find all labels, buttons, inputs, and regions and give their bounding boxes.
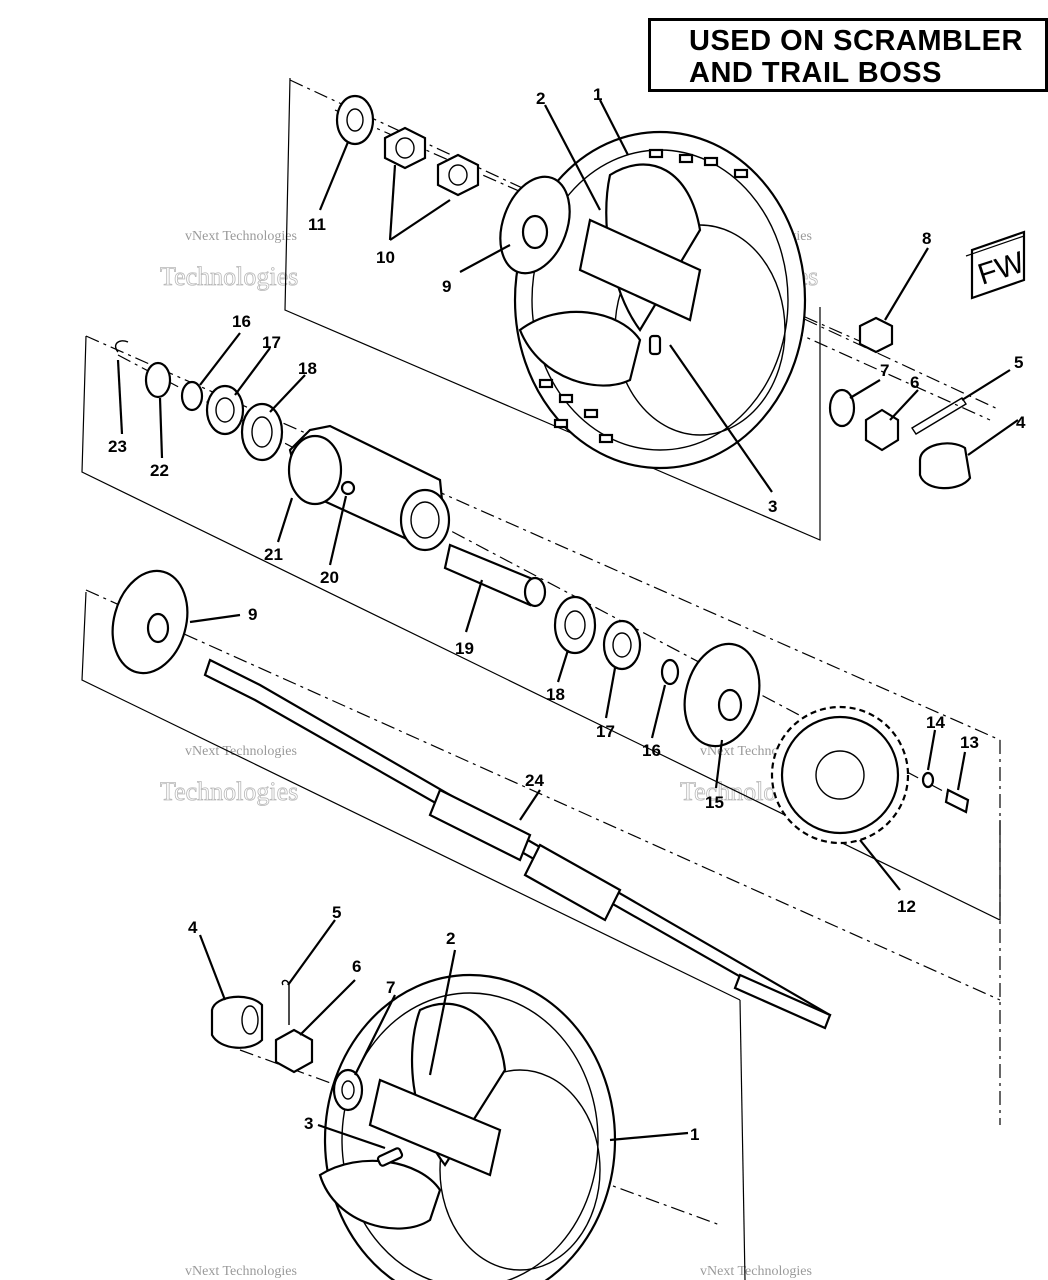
callout-6: 6: [910, 373, 919, 392]
applicability-title-box: USED ON SCRAMBLER AND TRAIL BOSS: [648, 18, 1048, 92]
hub-cap-lower: [210, 995, 264, 1049]
washer-11: [335, 94, 375, 146]
bearing-18b: [553, 595, 597, 655]
hub-upper-center: [521, 214, 549, 250]
lock-washer-14: [921, 771, 935, 789]
wheel-rim-inner: [518, 310, 642, 387]
callout-17-lower: 17: [596, 722, 615, 741]
callout-24: 24: [525, 771, 544, 790]
callout-7-lower: 7: [386, 978, 395, 997]
callout-6-lower: 6: [352, 957, 361, 976]
watermark-text: vNext Technologies: [185, 229, 297, 244]
callout-9: 9: [442, 277, 451, 296]
o-ring-16b: [660, 658, 680, 686]
axle-right-spline: [733, 973, 832, 1030]
lug-nut-a: [383, 126, 427, 170]
title-line-1: USED ON SCRAMBLER: [689, 25, 1023, 57]
fw-direction-sign: FW: [965, 230, 1029, 300]
washer-7-upper: [828, 388, 856, 428]
upper-wheel-assembly: [335, 94, 972, 490]
wheel-center: [578, 218, 702, 322]
callout-22: 22: [150, 461, 169, 480]
callout-5: 5: [1014, 353, 1023, 372]
callout-13: 13: [960, 733, 979, 752]
castle-nut-lower: [274, 1028, 314, 1074]
washer-7-lower: [332, 1068, 364, 1112]
callout-3-lower: 3: [304, 1114, 313, 1133]
bearing-18a: [240, 402, 284, 462]
upper-axis-line-right: [789, 329, 991, 421]
watermark-text: vNext Technologies: [185, 1264, 297, 1279]
callout-18-lower: 18: [546, 685, 565, 704]
leader-lines: [116, 99, 1019, 1150]
cotter-pin-upper: [911, 397, 967, 435]
wheel-rim-lower-inner: [318, 1159, 442, 1230]
axle-splined-section: [523, 843, 622, 922]
lower-wheel-assembly: [210, 973, 617, 1280]
callout-10: 10: [376, 248, 395, 267]
snap-ring-23: [114, 340, 129, 353]
callout-2: 2: [536, 89, 545, 108]
lug-nut-b: [436, 153, 480, 197]
axle-center-band: [428, 788, 532, 862]
spacer-tube-19: [443, 543, 537, 607]
callout-11: 11: [308, 215, 326, 234]
callout-21: 21: [264, 545, 283, 564]
spacer-22: [144, 361, 172, 399]
axle-frame-right: [739, 999, 746, 1280]
callout-4: 4: [1016, 413, 1026, 432]
o-ring-16a: [180, 380, 204, 412]
callout-12: 12: [897, 897, 916, 916]
callout-9-lower: 9: [248, 605, 257, 624]
watermark-text: Technologies: [160, 777, 298, 806]
cotter-pin-lower: [281, 979, 290, 1025]
callout-16-lower: 16: [642, 741, 661, 760]
callout-19: 19: [455, 639, 474, 658]
housing-left-end: [287, 434, 343, 506]
callout-15: 15: [705, 793, 724, 812]
axle-frame-top-edge: [85, 589, 1001, 1001]
valve-stem-lower: [376, 1147, 404, 1167]
wheel-lower-center: [368, 1078, 502, 1177]
callout-1-lower: 1: [690, 1125, 699, 1144]
seal-17a: [205, 384, 245, 436]
axle-frame-left: [81, 591, 741, 1001]
callout-8: 8: [922, 229, 931, 248]
callout-4-lower: 4: [188, 918, 198, 937]
callout-7: 7: [880, 361, 889, 380]
bolt-13: [944, 788, 970, 814]
watermark-text: vNext Technologies: [185, 744, 297, 759]
watermark-text: vNext Technologies: [700, 1264, 812, 1279]
watermark-text: Technologies: [160, 262, 298, 291]
tread-blocks-upper: [538, 148, 749, 444]
valve-stem-upper: [648, 334, 662, 356]
title-line-2: AND TRAIL BOSS: [689, 57, 942, 89]
housing-right-end: [399, 488, 451, 552]
callout-1: 1: [593, 85, 602, 104]
seal-17b: [602, 619, 642, 671]
callout-23: 23: [108, 437, 127, 456]
callout-17: 17: [262, 333, 281, 352]
callout-2-lower: 2: [446, 929, 455, 948]
nut-8: [858, 316, 894, 354]
hub-cap-upper: [918, 442, 972, 490]
callouts: 1 2 3 4 5 6 7 8 9 10 11 16 17 18 23 22 2…: [108, 85, 1026, 1144]
callout-18: 18: [298, 359, 317, 378]
callout-16: 16: [232, 312, 251, 331]
callout-3: 3: [768, 497, 777, 516]
callout-5-lower: 5: [332, 903, 341, 922]
callout-20: 20: [320, 568, 339, 587]
exploded-parts-diagram: vNext Technologies Technologies vNext Te…: [81, 77, 1029, 1280]
grease-fitting: [340, 480, 356, 496]
axle-assembly: [111, 569, 970, 1030]
upper-wheel-frame: [284, 77, 821, 541]
bearing-housing-assembly: [114, 340, 547, 608]
callout-14: 14: [926, 713, 945, 732]
